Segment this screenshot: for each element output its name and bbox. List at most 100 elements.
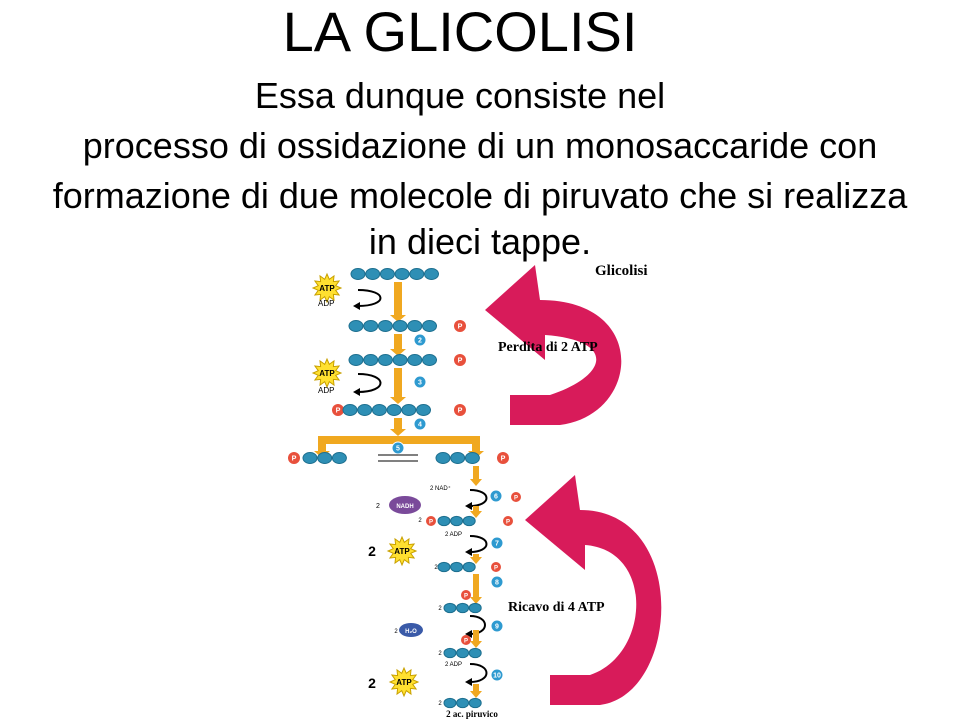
phosphate-label: P (429, 519, 433, 525)
chain-bead (317, 452, 333, 464)
chain-bead (357, 404, 373, 416)
phosphate-mark (288, 452, 300, 464)
nad-label: 2 NAD⁺ (430, 485, 451, 492)
step-number: 4 (418, 422, 422, 429)
reaction-hook-head (465, 548, 472, 556)
chain-bead (435, 452, 451, 464)
chain-bead (394, 268, 410, 280)
phosphate-label: P (336, 406, 341, 415)
chain-bead (416, 404, 431, 416)
flow-arrow (473, 554, 479, 558)
flow-arrow-head (390, 315, 406, 322)
split-bar (318, 436, 480, 444)
step-number: 3 (418, 380, 422, 387)
phosphate-label: P (501, 454, 506, 463)
flow-arrow-head (470, 691, 482, 698)
coefficient-label: 2 (376, 503, 380, 510)
chain-bead (365, 268, 381, 280)
coefficient-label: 2 (418, 518, 422, 524)
water-label: H₂O (405, 629, 417, 635)
phosphate-mark (461, 590, 471, 600)
nadh-oval (389, 496, 421, 514)
flow-arrow (394, 282, 402, 316)
pyruvate-chain (443, 697, 482, 709)
nadh-label: NADH (396, 504, 413, 510)
chain-lower-1 (437, 515, 476, 527)
chain-bead (468, 697, 482, 709)
chain-bead (350, 268, 366, 280)
step-marker (490, 668, 504, 682)
chain-bead (422, 354, 437, 366)
coefficient-label: 2 (368, 675, 376, 691)
reaction-hook-head (465, 678, 472, 686)
chain-bead (462, 561, 476, 573)
chain-bead (456, 647, 470, 659)
page-title: LA GLICOLISI (282, 0, 638, 63)
chain-bead (437, 515, 451, 527)
atp-star-3 (386, 535, 418, 567)
triose-left (302, 452, 347, 464)
phosphate-mark (497, 452, 509, 464)
chain-bead (407, 354, 423, 366)
chain-bead (302, 452, 318, 464)
gain-arrow (525, 475, 662, 705)
flow-arrow-head (390, 429, 406, 436)
flow-arrow (394, 368, 402, 398)
two-adp-label-2: 2 ADP (445, 662, 462, 668)
coefficient-label: 2 (438, 606, 442, 612)
flow-arrow (394, 418, 402, 430)
flow-arrow (394, 334, 402, 350)
atp-label: ATP (396, 678, 412, 687)
chain-bead (450, 452, 466, 464)
chain-lower-4 (443, 647, 482, 659)
reaction-hook (469, 663, 488, 683)
atp-label: ATP (319, 369, 335, 378)
chain-bead (377, 354, 393, 366)
chain-bead (386, 404, 402, 416)
loss-label: Perdita di 2 ATP (498, 340, 598, 355)
flow-arrow-head (390, 397, 406, 404)
coefficient-label: 2 (438, 651, 442, 657)
reaction-hook-head (353, 388, 360, 396)
coefficient-label: 2 (434, 565, 438, 571)
split-arrow-left (318, 440, 326, 452)
phosphate-label: P (458, 322, 463, 331)
chain-bead (363, 320, 379, 332)
step-number: 8 (495, 580, 499, 587)
chain-bead (348, 320, 364, 332)
flow-arrow (473, 466, 479, 480)
gain-label: Ricavo di 4 ATP (508, 600, 605, 615)
chain-bead (443, 602, 457, 614)
chain-step-1 (348, 320, 437, 332)
split-arrow-right (472, 440, 480, 452)
coefficient-label: 2 (394, 629, 398, 635)
diagram-heading: Glicolisi (595, 263, 648, 279)
triose-right (435, 452, 480, 464)
chain-bead (342, 404, 358, 416)
phosphate-label: P (506, 519, 510, 525)
atp-label: ATP (394, 547, 410, 556)
reaction-hook (357, 373, 382, 393)
flow-arrow (473, 630, 479, 642)
step-marker (413, 333, 427, 347)
flow-arrow (473, 684, 479, 692)
atp-star-4 (388, 666, 420, 698)
chain-bead (450, 561, 464, 573)
phosphate-mark (511, 492, 521, 502)
step-number: 9 (495, 624, 499, 631)
chain-bead (407, 320, 423, 332)
chain-bead (456, 697, 470, 709)
flow-arrow-head (470, 479, 482, 486)
loss-arrow (485, 265, 622, 425)
reaction-hook (469, 535, 488, 553)
chain-bead (464, 452, 480, 464)
chain-bead (468, 602, 482, 614)
atp-star-1 (311, 272, 343, 304)
chain-bead (437, 561, 451, 573)
water-oval (399, 623, 423, 637)
chain-bead (443, 697, 457, 709)
intro-line-1: Essa dunque consiste nel (254, 75, 666, 116)
phosphate-label: P (464, 638, 468, 644)
reaction-hook (469, 489, 488, 507)
